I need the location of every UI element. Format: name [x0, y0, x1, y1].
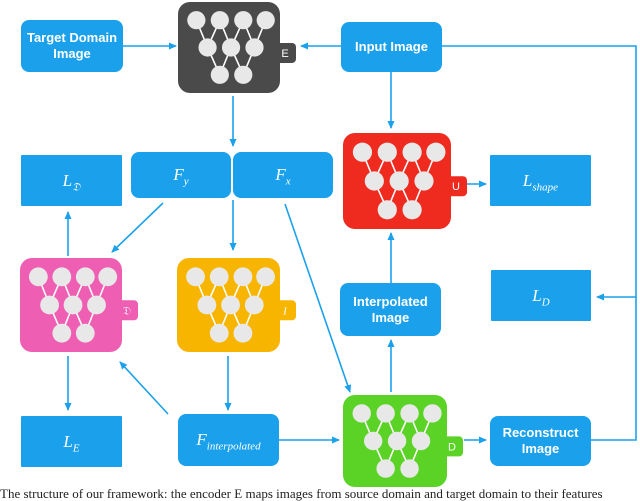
- reconstruct-line2: Image: [521, 441, 560, 456]
- network-node: [221, 38, 241, 57]
- network-node: [233, 323, 253, 343]
- network-node: [75, 267, 95, 287]
- figure-caption: The structure of our framework: the enco…: [0, 486, 603, 501]
- feature-fx-label: Fx: [275, 165, 291, 188]
- interpolator-network-body: I: [177, 258, 296, 352]
- loss-shape-box: Lshape: [490, 155, 591, 206]
- feature-fy-box: Fy: [131, 152, 231, 198]
- network-node: [376, 404, 395, 423]
- encoder-network-body: E: [178, 2, 296, 93]
- network-node: [400, 459, 419, 478]
- network-node: [210, 65, 229, 84]
- network-node: [426, 142, 446, 162]
- network-node: [256, 267, 275, 287]
- target-domain-line1: Target Domain: [26, 30, 118, 45]
- network-node: [245, 38, 264, 57]
- network-node: [87, 295, 106, 315]
- arrow-fx-to-decoder: [284, 203, 352, 393]
- interpolated-line1: Interpolated: [353, 293, 428, 309]
- discriminator-tag-label: 𝔇: [123, 305, 131, 317]
- network-node: [52, 323, 72, 343]
- loss-discriminator-box: L𝔇: [21, 155, 122, 206]
- network-node: [364, 171, 384, 191]
- network-node: [387, 431, 407, 451]
- interpolator-tag-label: I: [282, 305, 288, 317]
- network-node: [221, 295, 240, 315]
- network-node: [233, 267, 253, 287]
- discriminator-network: 𝔇: [20, 258, 138, 352]
- input-image-box: Input Image: [341, 22, 442, 72]
- unet-network-body: U: [343, 133, 467, 229]
- reconstruct-line1: Reconstruct: [502, 425, 579, 440]
- network-node: [234, 11, 253, 30]
- arrow-finterp-to-discriminator: [119, 361, 169, 415]
- arrow-reconstruct-loop: [591, 297, 637, 441]
- feature-interpolated-box: Finterpolated: [178, 414, 279, 466]
- network-node: [234, 65, 253, 84]
- loss-e-label: LE: [63, 431, 80, 454]
- loss-shape-label: Lshape: [522, 170, 559, 193]
- interpolated-line2: Image: [371, 309, 410, 325]
- network-node: [377, 200, 397, 220]
- feature-interpolated-label: Finterpolated: [196, 430, 261, 453]
- decoder-network: D: [343, 395, 463, 487]
- network-node: [423, 404, 442, 423]
- encoder-network: E: [178, 2, 296, 93]
- loss-d-label: LD: [532, 285, 550, 308]
- network-node: [209, 267, 229, 287]
- network-node: [402, 200, 422, 220]
- network-node: [411, 431, 431, 451]
- network-node: [402, 142, 422, 162]
- feature-fy-label: Fy: [173, 165, 189, 188]
- decoder-tag-label: D: [448, 441, 456, 453]
- feature-fx-box: Fx: [233, 152, 333, 198]
- network-node: [75, 323, 95, 343]
- network-node: [352, 142, 373, 162]
- interpolator-network: I: [177, 258, 296, 352]
- loss-d-box: LD: [491, 270, 591, 321]
- network-node: [389, 171, 409, 191]
- network-node: [197, 295, 217, 315]
- target-domain-line2: Image: [53, 46, 91, 61]
- network-node: [40, 295, 59, 315]
- network-node: [52, 267, 72, 287]
- loss-discriminator-label: L𝔇: [62, 170, 81, 193]
- network-node: [63, 295, 83, 315]
- network-node: [244, 295, 264, 315]
- network-node: [98, 267, 118, 287]
- network-node: [209, 323, 229, 343]
- network-node: [414, 171, 434, 191]
- network-node: [376, 459, 395, 478]
- arrow-input-to-ld-loop: [442, 45, 637, 301]
- network-node: [400, 404, 419, 423]
- unet-tag-label: U: [452, 181, 460, 193]
- network-node: [198, 38, 217, 57]
- discriminator-network-body: 𝔇: [20, 258, 138, 352]
- unet-network: U: [343, 133, 467, 229]
- network-node: [256, 11, 275, 30]
- input-image-label: Input Image: [355, 39, 428, 54]
- network-node: [352, 404, 371, 423]
- network-node: [28, 267, 48, 287]
- network-node: [186, 267, 205, 287]
- network-node: [377, 142, 397, 162]
- arrow-fy-to-discriminator: [111, 202, 164, 253]
- network-node: [210, 11, 229, 30]
- encoder-tag-label: E: [281, 48, 288, 60]
- network-node: [187, 11, 206, 30]
- loss-e-box: LE: [21, 416, 122, 467]
- network-node: [363, 431, 383, 451]
- decoder-network-body: D: [343, 395, 463, 487]
